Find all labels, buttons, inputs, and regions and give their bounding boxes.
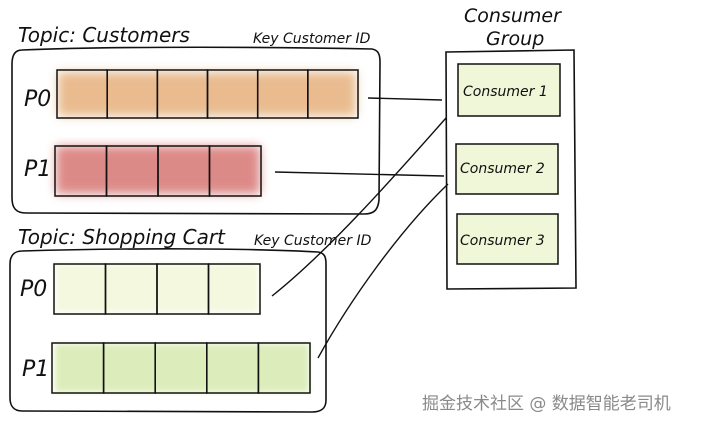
connector-customers-p0-to-consumer-1 [367,97,443,101]
customers-p1-cells [54,145,262,197]
customers-p0-cell [307,69,359,119]
connector-customers-p1-to-consumer-2 [274,171,445,177]
customers-p1-label: P1 [24,157,51,182]
topic-customers-title: Topic: Customers [18,23,190,47]
consumer-1-box [457,63,561,117]
cart-p1-label: P1 [22,357,49,382]
connector-cart-p1-to-consumer-2 [317,183,449,359]
customers-p0-cells [56,69,359,119]
cart-p0-cells [53,263,261,315]
customers-p0-label: P0 [24,87,51,112]
consumer-group-title-line2: Group [486,28,544,50]
consumer-3-box [456,213,559,265]
cart-p1-cells [51,342,311,394]
consumer-3-label: Consumer 3 [460,233,545,249]
cart-p0-label: P0 [20,277,47,302]
topic-customers-frame [11,46,381,215]
consumer-2-label: Consumer 2 [460,161,545,177]
customers-p1-cell [208,145,262,197]
cart-p1-fill [55,344,309,392]
cart-p1-cell [257,342,311,394]
connector-cart-p0-to-consumer-1 [271,117,447,297]
consumer-1-label: Consumer 1 [463,84,548,100]
topic-customers-key-label: Key Customer ID [253,31,371,47]
cart-p0-cell [207,263,261,315]
consumer-group-frame [445,49,577,290]
topic-shopping-cart-key-label: Key Customer ID [254,233,372,249]
topic-shopping-cart-frame [9,248,327,413]
topic-shopping-cart-title: Topic: Shopping Cart [18,225,226,249]
consumer-2-box [455,143,559,195]
watermark-text: 掘金技术社区 @ 数据智能老司机 [422,394,671,414]
consumer-group-title-line1: Consumer [464,5,562,27]
